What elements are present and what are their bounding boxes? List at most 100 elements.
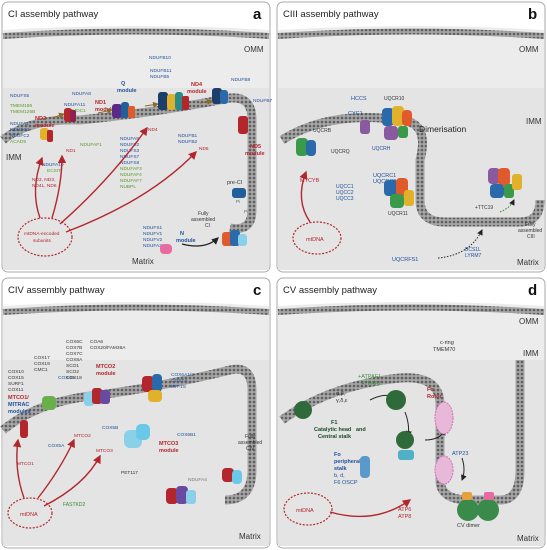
panel-a: CI assembly pathway a OMM IMM Matrix NDU… [0, 1, 273, 273]
panel-c-mtdna-arrows [12, 438, 101, 507]
fully-assembled-ciii-1: Fully [525, 222, 536, 228]
panel-d-mtdna-arrow [329, 499, 412, 518]
panel-b-mtdna-circle [292, 221, 342, 255]
fastkd2-label: FASTKD2 [63, 502, 85, 508]
ndufa8-label: NDUFA8 [72, 91, 91, 97]
panel-c-imm-membrane [0, 364, 257, 505]
panel-d: CV assembly pathway d OMM IMM Matrix c-r… [276, 277, 546, 549]
cring-label: c-ring [440, 340, 454, 346]
cmc1-label: CMC1 [34, 367, 48, 373]
ndufa2-label: NDUFA2 [143, 243, 162, 249]
cox6b1-label: COX6B1 [177, 432, 196, 438]
panel-a-letter: a [253, 6, 262, 23]
ndufb11-label: NDUFB11 [150, 68, 172, 74]
panel-b-letter: b [528, 6, 537, 23]
pre-ci-label: pre-CI [227, 180, 243, 186]
cox8a-label: COX8A [66, 357, 83, 363]
ndufb7-label: NDUFB7 [253, 98, 273, 104]
uqcrq-label: UQCRQ [331, 149, 350, 155]
mtco2-module-2: module [96, 371, 116, 377]
panel-d-title: CV assembly pathway [283, 285, 377, 296]
nd1-module-label-1: ND1 [95, 100, 106, 106]
panel-c: CIV assembly pathway c Matrix COX10 COX1… [0, 277, 271, 549]
panel-d-omm-membrane [277, 304, 545, 315]
ecsit-label: ECSIT [47, 168, 61, 174]
panel-a-omm-membrane [2, 28, 270, 39]
uqcr10-label: UQCR10 [384, 96, 405, 102]
nd2-module-label-1: ND2 [35, 116, 46, 122]
panel-d-imm-label: IMM [523, 349, 539, 358]
mr1s-label: MR-1S [171, 384, 186, 390]
bcs1l-label: BCS1L [465, 247, 481, 253]
cv-dimer-label: CV dimer [457, 523, 480, 529]
f1-label-3: and [356, 427, 366, 433]
cox17-label: COX17 [34, 355, 50, 361]
ndufs2-label: NDUFS2 [120, 142, 140, 148]
ndufv1-label: NDUFV1 [143, 231, 163, 237]
nd4-module-label-1: ND4 [191, 82, 203, 88]
panel-c-matrix-label: Matrix [239, 532, 261, 541]
ndufa4-label: NDUFA4 [188, 477, 207, 483]
panel-b: CIII assembly pathway b OMM IMM Matrix H… [276, 1, 546, 273]
panel-a-intermembrane [3, 26, 269, 88]
q-module-label-2: module [117, 88, 137, 94]
cox6a-label: COX6A1/2 [171, 372, 194, 378]
ndufc2-label: NDUFC2 [10, 133, 30, 139]
mtco1-mitrac-1: MTCO1/ [8, 395, 29, 401]
ndufs1-label: NDUFS1 [143, 225, 163, 231]
ndufa1-label: NDUFA1 [10, 121, 29, 127]
surf1-label: SURF1 [8, 381, 24, 387]
mtdna-subunits-2: subunits [33, 238, 51, 244]
panel-a-omm-label: OMM [244, 45, 264, 54]
mtco3-label: MTCO3 [96, 448, 113, 454]
panel-c-matrix-bg [3, 360, 269, 546]
cox7c-label: COX7C [66, 351, 83, 357]
cox4i1-label: COX4I1 [58, 375, 75, 381]
ndufb2-label: NDUFB2 [178, 139, 198, 145]
nd2-module-list-blue: NDUFS5 NDUFA1 NDUFC1 NDUFC2 [10, 93, 30, 139]
panel-d-matrix-label: Matrix [517, 534, 539, 543]
ndufs7-label: NDUFS7 [120, 154, 140, 160]
ndufaf1-label: NDUFAF1 [80, 142, 102, 148]
f1-label-4: Central stalk [318, 434, 352, 440]
cox6c-list: COX6C COX7B COX7C COX8A SCO1 SCO2 COX18 [66, 339, 83, 381]
panel-a-imm-label: IMM [6, 153, 22, 162]
uqcc1-label: UQCC1 [336, 184, 354, 190]
mtco1-label: MTCO1 [17, 461, 34, 467]
sco2-label: SCO2 [66, 369, 79, 375]
n-module-label-1: N [180, 231, 184, 237]
panel-b-imm-membrane [279, 113, 545, 227]
cox11-label: COX11 [8, 387, 24, 393]
cox-left-list: COX10 COX15 SURF1 COX11 [8, 369, 24, 393]
panel-a-mtdna-arrows [34, 126, 197, 233]
fo-rotor-2: Rotor [427, 394, 443, 400]
cox19-label: COX19 [34, 361, 50, 367]
pi-label-1: Pi [236, 199, 240, 205]
panel-b-omm-label: OMM [519, 45, 539, 54]
fully-assembled-civ-1: Fully [245, 434, 256, 440]
panel-d-omm-label: OMM [519, 317, 539, 326]
nd1-module-label-2: module [95, 107, 115, 113]
panel-a-title: CI assembly pathway [8, 9, 99, 20]
uqcc2-label: UQCC2 [336, 190, 354, 196]
ndufb8-label: NDUFB8 [231, 77, 251, 83]
panel-c-omm-membrane [2, 304, 270, 315]
panel-b-imm-label: IMM [526, 117, 542, 126]
atp6-label: ATP6 [398, 507, 411, 513]
uqcrb-label: UQCRB [313, 128, 332, 134]
pi-label-2: Pi [244, 209, 248, 215]
fully-assembled-ci-3: CI [205, 223, 210, 229]
tmem186-label: TMEM186 [10, 103, 32, 109]
panel-b-omm-membrane [277, 28, 545, 39]
ndufa11-label: NDUFA11 [64, 102, 86, 108]
cyc1-label: CYC1 [348, 111, 363, 117]
pet117-label: PET117 [121, 470, 138, 476]
atpaf2-label: ATPAF2 [361, 381, 381, 387]
cox15-label: COX15 [8, 375, 24, 381]
mtdna-subunits-1: mtDNA-encoded [24, 231, 60, 237]
ndufa10-label: NDUFA10 [42, 162, 64, 168]
panel-b-intermembrane [278, 26, 544, 88]
mtco2-module-1: MTCO2 [96, 364, 115, 370]
